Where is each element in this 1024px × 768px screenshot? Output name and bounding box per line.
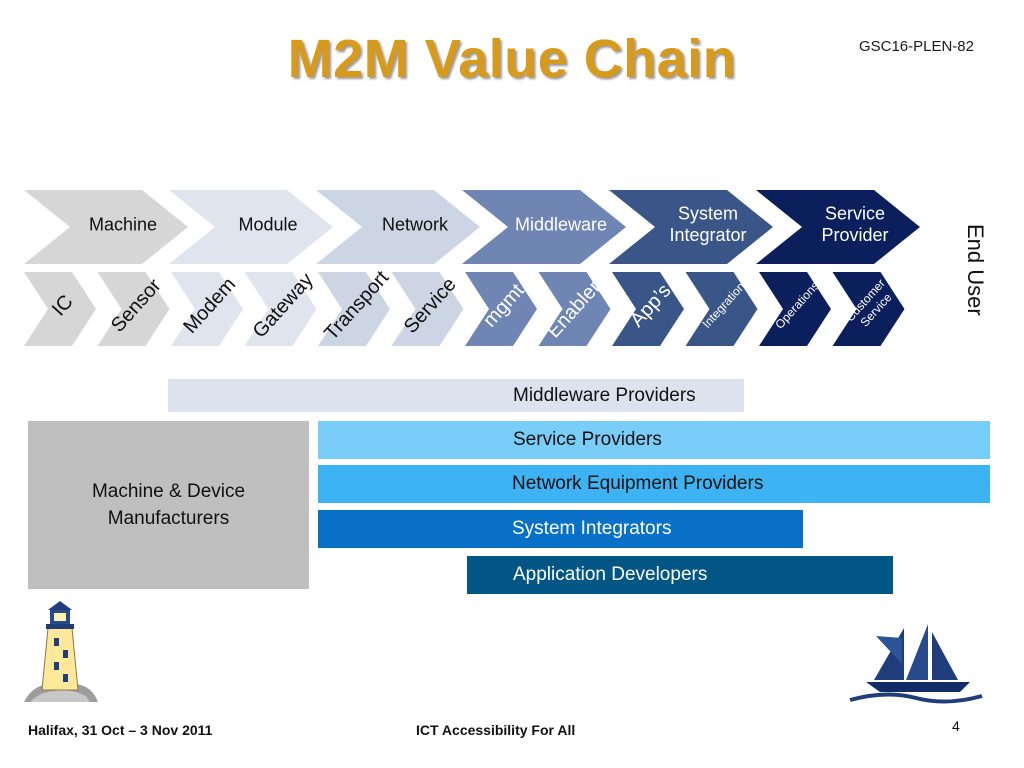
chain-stage-network-label: Network [382, 214, 449, 234]
middleware-providers-bar: Middleware Providers [168, 379, 744, 412]
sailing-ship-icon [849, 624, 983, 704]
system-integrators-label: System Integrators [512, 518, 672, 539]
machine-device-manufacturers-label: Machine & Device Manufacturers [91, 481, 246, 529]
service-providers-bar: Service Providers [318, 421, 990, 459]
chain-activity-modem [171, 272, 243, 346]
chain-activity-operations [759, 272, 831, 346]
chain-activity-ic [24, 272, 96, 346]
chain-stage-service-provider [756, 190, 920, 264]
chain-activity-service [391, 272, 464, 346]
chain-activity-integration [685, 272, 758, 346]
chain-stage-machine [24, 190, 188, 264]
service-providers-label: Service Providers [513, 429, 662, 450]
chain-stage-middleware-label: Middleware [515, 214, 607, 234]
network-equipment-providers-label: Network Equipment Providers [512, 473, 764, 494]
chain-activity-sensor [97, 272, 170, 346]
chain-activity-transport [318, 272, 390, 346]
document-id: GSC16-PLEN-82 [858, 38, 974, 55]
application-developers-bar: Application Developers [467, 556, 893, 594]
system-integrators-bar: System Integrators [318, 510, 803, 548]
chain-activity-app-s [612, 272, 684, 346]
chain-stage-middleware [462, 190, 626, 264]
chain-activity-customer-service [832, 272, 905, 346]
chain-stage-machine-label: Machine [89, 214, 157, 234]
footer-location-date: Halifax, 31 Oct – 3 Nov 2011 [28, 722, 213, 738]
chain-stage-module [169, 190, 333, 264]
chain-stage-system-integrator [609, 190, 773, 264]
page-number: 4 [952, 718, 960, 734]
application-developers-label: Application Developers [513, 564, 708, 585]
lighthouse-icon [24, 601, 98, 702]
footer-event-name: ICT Accessibility For All [416, 722, 576, 738]
machine-device-manufacturers-box: Machine & Device Manufacturers [28, 421, 309, 589]
network-equipment-providers-bar: Network Equipment Providers [318, 465, 990, 503]
chain-activity-mgmt [465, 272, 537, 346]
chain-stage-network [316, 190, 480, 264]
slide-title: M2M Value Chain [287, 29, 737, 89]
chain-activity-gateway [244, 272, 317, 346]
chain-stage-module-label: Module [238, 214, 297, 234]
middleware-providers-label: Middleware Providers [513, 385, 696, 406]
end-user-label: End User [963, 224, 988, 316]
chain-activity-enablers [538, 272, 611, 346]
